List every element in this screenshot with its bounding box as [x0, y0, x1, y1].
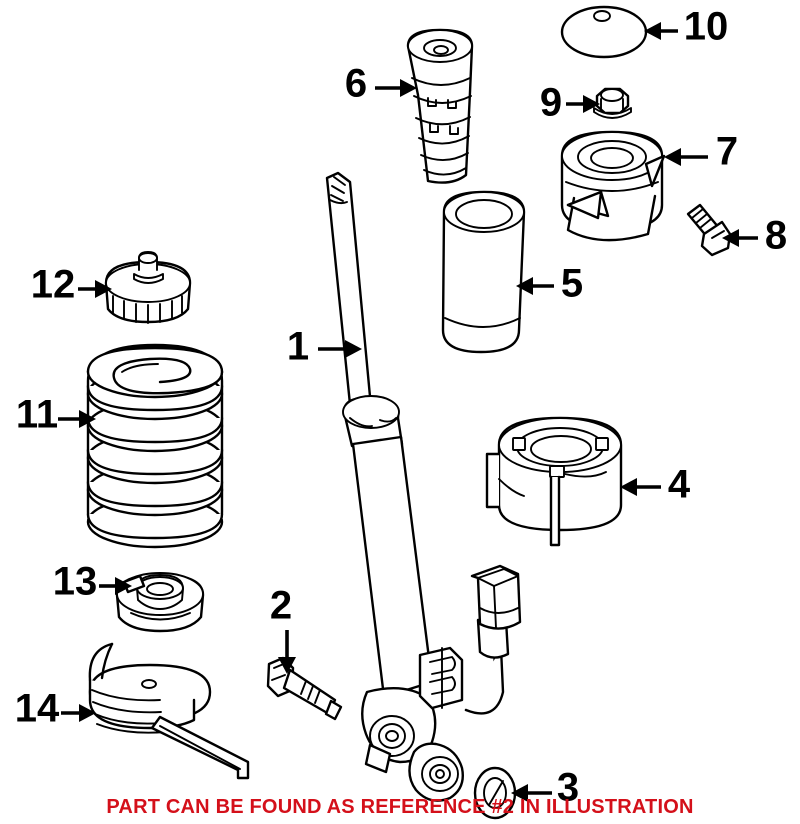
callout-12[interactable]: 12 — [31, 263, 112, 307]
callout-9[interactable]: 9 — [540, 81, 600, 125]
callout-11-number: 11 — [16, 393, 58, 437]
callout-7-number: 7 — [716, 130, 738, 174]
callout-11-arrowhead — [79, 410, 96, 428]
part-11-coil-spring — [86, 343, 224, 549]
part-6-jounce-bumper — [406, 28, 474, 184]
part-1-shock-absorber-strut — [325, 171, 522, 802]
callout-8[interactable]: 8 — [722, 214, 787, 258]
callout-4-arrowhead — [620, 478, 637, 496]
callout-10-number: 10 — [684, 5, 729, 49]
callout-6-number: 6 — [345, 62, 367, 106]
callout-9-arrowhead — [583, 95, 600, 113]
part-7-upper-strut-mount — [560, 130, 666, 242]
callout-7[interactable]: 7 — [664, 130, 738, 174]
part-5-dust-cover-tube — [441, 190, 526, 354]
callout-13-number: 13 — [53, 560, 98, 604]
callout-2[interactable]: 2 — [270, 584, 296, 674]
callout-5[interactable]: 5 — [516, 262, 583, 306]
part-8-stud-bolt — [686, 203, 732, 257]
callout-3-arrowhead — [511, 784, 528, 802]
callout-2-arrowhead — [278, 657, 296, 674]
callout-14-arrowhead — [79, 704, 96, 722]
part-10-cap-cover — [560, 5, 648, 59]
callout-10[interactable]: 10 — [644, 5, 728, 49]
callout-2-number: 2 — [270, 584, 292, 628]
callout-14-number: 14 — [15, 687, 60, 731]
part-2-mounting-bolt — [266, 656, 343, 721]
callout-7-arrowhead — [664, 148, 681, 166]
part-14-lower-spring-pad — [88, 642, 250, 780]
callout-4-number: 4 — [668, 463, 691, 507]
callout-6-arrowhead — [400, 79, 417, 97]
callout-5-arrowhead — [516, 277, 533, 295]
callout-4[interactable]: 4 — [620, 463, 691, 507]
callout-8-arrowhead — [722, 229, 739, 247]
part-4-upper-mount-bearing — [485, 416, 623, 547]
callout-12-arrowhead — [95, 280, 112, 298]
callout-1-arrowhead — [345, 340, 362, 358]
callout-1-number: 1 — [287, 325, 309, 369]
callout-10-arrowhead — [644, 22, 661, 40]
callout-9-number: 9 — [540, 81, 562, 125]
reference-caption: PART CAN BE FOUND AS REFERENCE #2 IN ILL… — [106, 796, 694, 818]
callout-11[interactable]: 11 — [16, 393, 96, 437]
callout-3-number: 3 — [557, 766, 579, 810]
callout-3[interactable]: 3 — [511, 766, 579, 810]
callout-14[interactable]: 14 — [15, 687, 96, 731]
part-9-hex-flange-nut — [593, 87, 632, 119]
callout-5-number: 5 — [561, 262, 583, 306]
part-12-upper-spring-seat — [104, 251, 192, 324]
callout-13[interactable]: 13 — [53, 560, 132, 604]
part-13-lower-spring-seat — [115, 572, 205, 633]
callout-12-number: 12 — [31, 263, 76, 307]
callout-8-number: 8 — [765, 214, 787, 258]
callout-1[interactable]: 1 — [287, 325, 362, 369]
callout-13-arrowhead — [115, 577, 132, 595]
callout-6[interactable]: 6 — [345, 62, 417, 106]
